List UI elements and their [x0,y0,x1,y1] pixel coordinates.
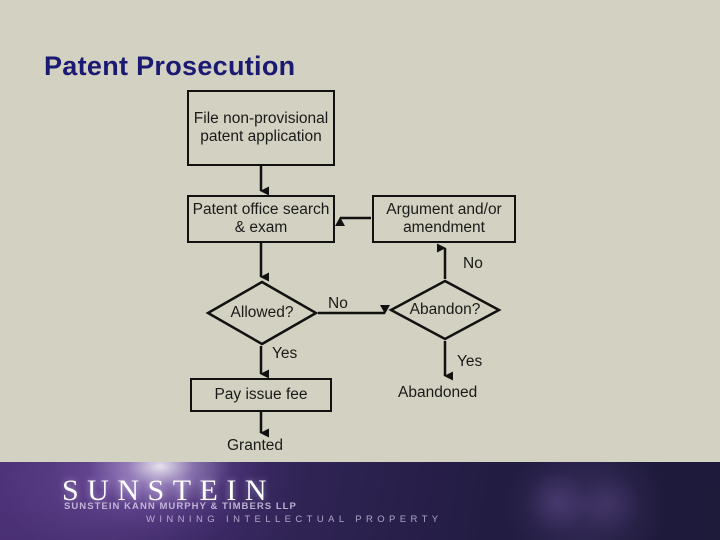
edge-label-abandon-yes: Yes [457,353,483,370]
flow-node-label: Patent office search & exam [192,200,330,236]
diamond-shape [388,279,502,341]
sunstein-logo-firmname: SUNSTEIN KANN MURPHY & TIMBERS LLP [64,501,297,512]
flowchart-connectors [259,166,453,438]
sunstein-logo-wordmark: SUNSTEIN [62,474,276,507]
flow-node-abandon-decision: Abandon? [388,279,502,341]
diamond-shape [205,280,319,346]
footer-glow-decoration [420,462,720,540]
edge-label-abandon-no: No [463,255,483,272]
sunstein-logo-tagline: WINNING INTELLECTUAL PROPERTY [146,514,443,525]
flow-node-pay-issue-fee: Pay issue fee [190,378,332,412]
flow-node-patent-office-exam: Patent office search & exam [187,195,335,243]
flow-node-label: Pay issue fee [214,385,308,403]
page-title: Patent Prosecution [44,51,296,81]
flow-node-allowed-decision: Allowed? [205,280,319,346]
flow-node-granted: Granted [227,437,284,454]
flow-node-label: File non-provisional patent application [193,109,329,145]
edge-label-allowed-yes: Yes [272,345,298,362]
flow-node-file-application: File non-provisional patent application [187,90,335,166]
flow-node-abandoned: Abandoned [398,384,478,401]
flow-node-label: Argument and/or amendment [386,200,502,236]
flow-node-argument-amendment: Argument and/or amendment [372,195,516,243]
edge-label-allowed-no: No [328,295,348,312]
